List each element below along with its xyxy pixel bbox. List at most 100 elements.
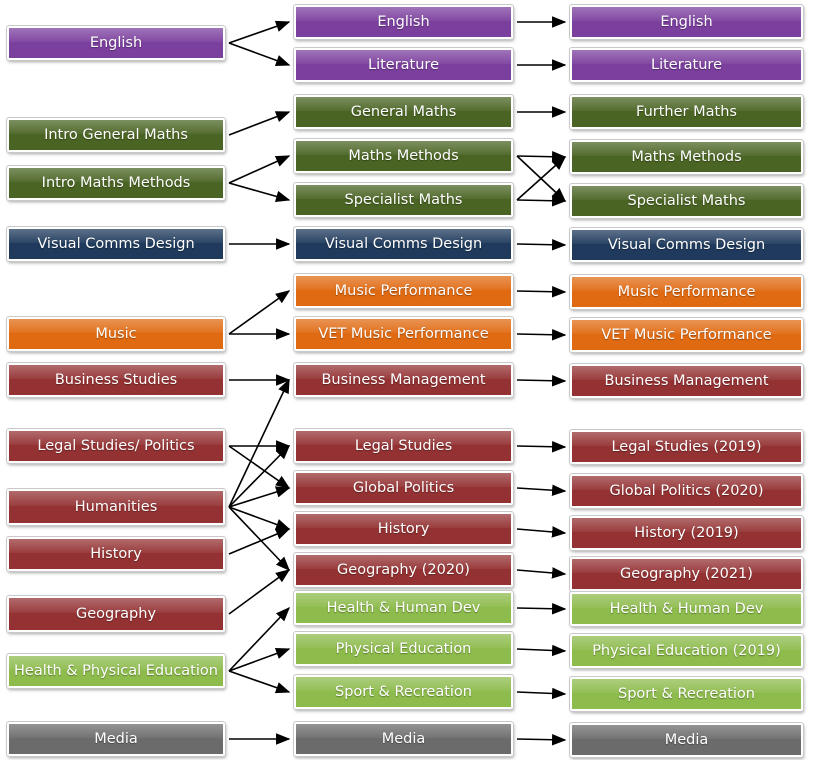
node-label: Health & Physical Education [14, 663, 218, 679]
arrow-c2-11-to-c3-11 [516, 526, 567, 538]
node-physical-education: Physical Education [294, 632, 513, 666]
node-intro-general-maths: Intro General Maths [7, 118, 225, 152]
arrow-c2-6-to-c3-6 [516, 285, 567, 298]
node-label: Media [94, 731, 138, 747]
node-label: History [90, 546, 142, 562]
node-visual-comms-design: Visual Comms Design [570, 228, 803, 262]
arrow-c1-6-to-c2-10 [228, 445, 291, 489]
arrow-c2-4-to-c3-4 [516, 194, 567, 207]
node-label: Physical Education (2019) [592, 643, 781, 659]
arrow-c1-9-to-c2-12 [228, 569, 291, 615]
node-label: Literature [651, 57, 722, 73]
node-global-politics: Global Politics [294, 471, 513, 505]
node-geography-2021: Geography (2021) [570, 557, 803, 591]
node-label: Specialist Maths [627, 193, 746, 209]
node-humanities: Humanities [7, 489, 225, 525]
node-music-performance: Music Performance [294, 274, 513, 308]
arrow-c2-13-to-c3-13 [516, 602, 567, 615]
node-label: Specialist Maths [344, 192, 463, 208]
node-media: Media [294, 722, 513, 756]
node-label: Business Studies [54, 372, 178, 388]
node-label: General Maths [350, 104, 457, 120]
node-label: Intro General Maths [44, 127, 188, 143]
arrow-c2-7-to-c3-7 [516, 328, 567, 341]
node-sport-recreation: Sport & Recreation [570, 677, 803, 711]
arrow-c2-4-to-c3-3 [516, 156, 567, 201]
arrow-c1-0-to-c2-0 [228, 20, 291, 44]
arrow-c2-9-to-c3-9 [516, 440, 567, 453]
arrow-c1-7-to-c2-10 [228, 486, 291, 508]
node-business-management: Business Management [570, 364, 803, 398]
node-label: Further Maths [636, 104, 737, 120]
node-global-politics-2020: Global Politics (2020) [570, 474, 803, 508]
node-music: Music [7, 317, 225, 351]
arrow-c2-12-to-c3-12 [516, 567, 567, 579]
node-maths-methods: Maths Methods [570, 140, 803, 174]
node-label: Health & Human Dev [609, 601, 764, 617]
node-label: Sport & Recreation [618, 686, 755, 702]
node-label: Visual Comms Design [324, 236, 483, 252]
node-english: English [570, 5, 803, 39]
node-legal-studies-2019: Legal Studies (2019) [570, 430, 803, 464]
node-label: English [89, 35, 143, 51]
arrow-c1-10-to-c2-15 [228, 670, 291, 694]
arrow-c2-10-to-c3-10 [516, 484, 567, 496]
arrow-c2-5-to-c3-5 [516, 238, 567, 251]
arrow-c1-8-to-c2-11 [228, 528, 291, 555]
arrow-c1-0-to-c2-1 [228, 42, 291, 66]
arrow-c2-16-to-c3-16 [516, 733, 567, 746]
node-physical-education-2019: Physical Education (2019) [570, 634, 803, 668]
arrow-c2-14-to-c3-14 [516, 644, 567, 657]
node-label: Business Management [604, 373, 769, 389]
node-label: Legal Studies (2019) [611, 439, 762, 455]
node-business-studies: Business Studies [7, 363, 225, 397]
node-health-human-dev: Health & Human Dev [570, 592, 803, 626]
node-label: Media [381, 731, 426, 747]
node-label: Legal Studies [354, 438, 453, 454]
node-label: VET Music Performance [601, 327, 772, 343]
node-label: Music Performance [617, 284, 756, 300]
node-literature: Literature [570, 48, 803, 82]
node-legal-studies-politics: Legal Studies/ Politics [7, 429, 225, 463]
node-label: Sport & Recreation [335, 684, 472, 700]
arrow-c1-7-to-c2-11 [228, 506, 291, 530]
arrow-c1-7-to-c2-8 [228, 378, 290, 508]
arrow-c1-7-to-c2-9 [228, 444, 291, 508]
node-geography: Geography [7, 596, 225, 632]
node-intro-maths-methods: Intro Maths Methods [7, 166, 225, 200]
arrow-c1-2-to-c2-4 [228, 182, 291, 203]
node-legal-studies: Legal Studies [294, 429, 513, 463]
node-label: Global Politics [352, 480, 455, 496]
node-health-physical-education: Health & Physical Education [7, 654, 225, 688]
node-history: History [7, 537, 225, 571]
node-visual-comms-design: Visual Comms Design [294, 227, 513, 261]
node-label: Physical Education [335, 641, 472, 657]
node-health-human-dev: Health & Human Dev [294, 591, 513, 625]
node-history: History [294, 512, 513, 546]
node-english: English [294, 5, 513, 39]
node-label: Geography (2021) [620, 566, 753, 582]
node-media: Media [570, 723, 803, 757]
arrow-c1-10-to-c2-13 [228, 606, 290, 672]
node-label: Literature [368, 57, 439, 73]
node-specialist-maths: Specialist Maths [294, 183, 513, 217]
node-label: Music Performance [334, 283, 473, 299]
node-label: Humanities [74, 499, 158, 515]
node-label: Geography (2020) [337, 562, 470, 578]
node-visual-comms-design: Visual Comms Design [7, 227, 225, 261]
arrow-c1-7-to-c2-12 [228, 506, 290, 572]
node-business-management: Business Management [294, 363, 513, 397]
node-specialist-maths: Specialist Maths [570, 184, 803, 218]
node-media: Media [7, 722, 225, 756]
node-label: VET Music Performance [318, 326, 489, 342]
node-literature: Literature [294, 48, 513, 82]
node-sport-recreation: Sport & Recreation [294, 675, 513, 709]
node-label: Legal Studies/ Politics [37, 438, 195, 454]
arrow-c1-2-to-c2-3 [228, 155, 291, 184]
node-maths-methods: Maths Methods [294, 139, 513, 173]
node-label: Global Politics (2020) [609, 483, 764, 499]
node-history-2019: History (2019) [570, 516, 803, 550]
node-label: Health & Human Dev [326, 600, 481, 616]
